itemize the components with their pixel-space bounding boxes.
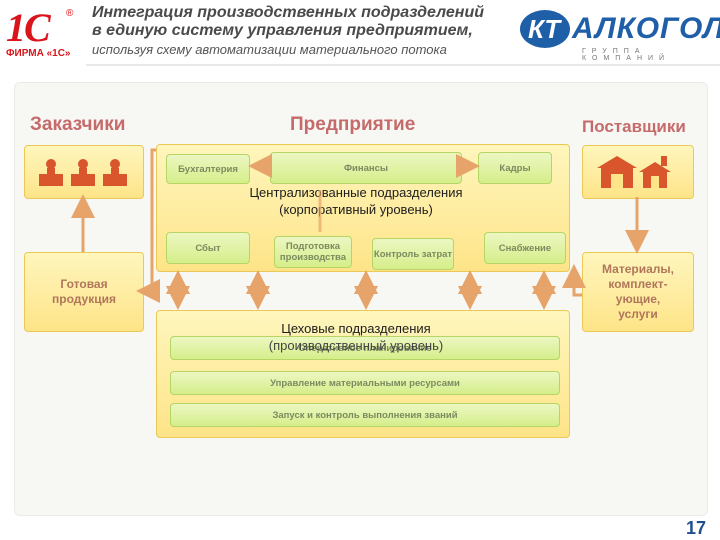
logo-1c-caption: ФИРМА «1С» (6, 48, 71, 59)
unit-sales: Сбыт (166, 232, 250, 264)
header-divider (86, 64, 720, 66)
logo-1c: 1С ® ФИРМА «1С» (4, 4, 84, 66)
materials-box: Материалы, комплект-ующие, услуги (582, 252, 694, 332)
suppliers-box (582, 145, 694, 199)
enterprise-title: Предприятие (290, 114, 416, 135)
suppliers-buildings-icon (597, 156, 671, 188)
logo-1c-mark: 1С (6, 5, 51, 50)
unit-finance: Финансы (270, 152, 462, 184)
slide-title-line1: Интеграция производственных подразделени… (92, 4, 484, 21)
shop-row-planning: Оперативное планирование (170, 336, 560, 360)
suppliers-title: Поставщики (582, 117, 686, 136)
finished-goods-label: Готовая продукция (52, 277, 116, 306)
registered-icon: ® (66, 8, 74, 19)
slide-title-line2: в единую систему управления предприятием… (92, 22, 473, 39)
unit-cost-control: Контроль затрат (372, 238, 454, 270)
unit-supply: Снабжение (484, 232, 566, 264)
shop-caption-line2: (производственный уровень) (268, 338, 444, 353)
customers-people-icon (39, 159, 127, 186)
logo-kt-alkogol: КТ АЛКОГОЛЬ ГРУППА КОМПАНИЙ (520, 8, 720, 62)
logo-alkogol-name: АЛКОГОЛЬ (572, 12, 720, 45)
customers-box (24, 145, 144, 199)
central-caption-line2: (корпоративный уровень) (279, 202, 433, 217)
unit-production-prep: Подготовка производства (274, 236, 352, 268)
arrow-enterprise-to-finished-goods (136, 148, 160, 303)
unit-accounting: Бухгалтерия (166, 154, 250, 184)
kt-badge-icon: КТ (520, 10, 570, 48)
slide-title: Интеграция производственных подразделени… (92, 4, 522, 40)
shop-row-materials: Управление материальными ресурсами (170, 371, 560, 395)
shop-units-caption: Цеховые подразделения (производственный … (196, 320, 516, 354)
page-number: 17 (685, 518, 706, 538)
arrow-materials-to-supply (562, 264, 586, 297)
shop-caption-line1: Цеховые подразделения (281, 321, 431, 336)
materials-label: Материалы, комплект-ующие, услуги (602, 262, 674, 321)
slide-subtitle: используя схему автоматизации материальн… (92, 42, 447, 57)
shop-row-launch-control: Запуск и контроль выполнения званий (170, 403, 560, 427)
central-caption-line1: Централизованные подразделения (249, 185, 463, 200)
customers-title: Заказчики (30, 114, 126, 135)
logo-alkogol-caption: ГРУППА КОМПАНИЙ (582, 48, 671, 62)
central-units-caption: Централизованные подразделения (корпорат… (196, 184, 516, 218)
